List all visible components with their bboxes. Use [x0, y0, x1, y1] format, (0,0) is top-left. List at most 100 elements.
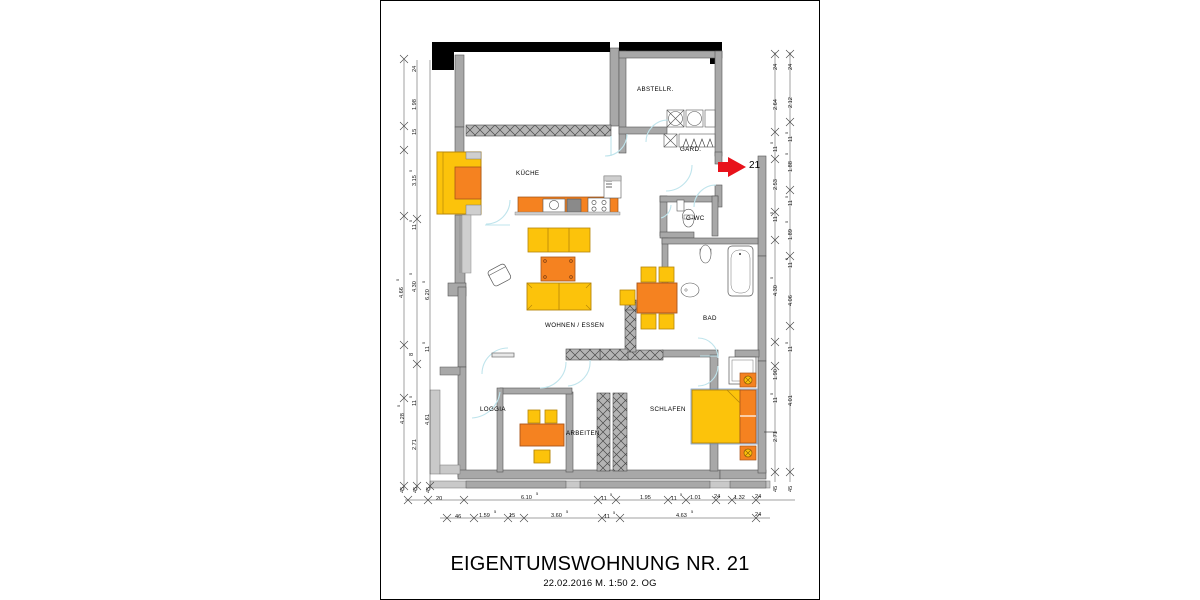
dim-left-45a: 45 — [400, 486, 406, 493]
dim-left-198: 1.98 — [412, 99, 418, 110]
room-label-gwc: G-WC — [686, 215, 705, 222]
room-label-loggia: LOGGIA — [480, 406, 506, 413]
page-title: EIGENTUMSWOHNUNG NR. 21 — [450, 553, 750, 575]
dim-bottom-195: 1.95 — [640, 495, 651, 501]
dim-right-401: 4.01 — [788, 395, 794, 406]
dim-left-115a: 11 — [412, 224, 418, 230]
entrance-number-label: 21 — [749, 160, 761, 171]
page-subtitle: 22.02.2016 M. 1:50 2. OG — [543, 577, 657, 588]
dimension-lines — [399, 49, 795, 523]
storage-appliances — [663, 109, 716, 148]
dim-bottom2-463: 4.63 — [676, 513, 687, 519]
dim-bottom2-159: 1.59 — [479, 513, 490, 519]
dim-bottom2-360: 3.60 — [551, 513, 562, 519]
kitchen-furniture — [514, 175, 622, 282]
dim-left-315-sup: 5 — [408, 169, 413, 172]
dim-bottom2-360-sup: 5 — [566, 509, 569, 514]
dim-left-461: 4.61 — [425, 414, 431, 425]
dim-left-466-sup: 5 — [395, 278, 400, 281]
dim-left-45c: 45 — [426, 486, 432, 493]
dim-right-115f: 11 — [788, 346, 794, 352]
bathroom-fixtures — [680, 244, 757, 385]
balcony-furniture — [436, 151, 482, 274]
dim-right-24b: 24 — [788, 63, 794, 70]
dim-left-8: 8 — [409, 352, 415, 356]
dim-right-189: 1.89 — [788, 229, 794, 240]
bedroom-furniture — [690, 372, 758, 461]
study-furniture — [519, 409, 565, 464]
dim-left-115b-sup: 5 — [421, 341, 426, 344]
dim-right-115d-sup: 5 — [769, 211, 774, 214]
dim-left-620: 6.20 — [425, 289, 431, 300]
dim-right-430: 4.30 — [773, 285, 779, 296]
room-label-bad: BAD — [703, 315, 717, 322]
dim-bottom2-115: 11 — [604, 514, 610, 520]
dim-right-406: 4.06 — [788, 295, 794, 306]
dim-left-115c-sup: 5 — [408, 395, 413, 398]
dim-right-190: 1.90 — [773, 369, 779, 380]
dim-bottom-101: 1.01 — [690, 495, 701, 501]
room-label-arbeiten: ARBEITEN — [566, 430, 600, 437]
dim-bottom2-115-sup: 5 — [613, 510, 616, 515]
dim-bottom-132: 1.32 — [734, 495, 745, 501]
dim-bottom-115a: 11 — [601, 496, 607, 502]
dim-bottom2-159-sup: 5 — [494, 509, 497, 514]
dim-right-188-sup: 5 — [784, 152, 789, 155]
dim-right-115a: 11 — [773, 146, 779, 152]
dim-right-115b: 11 — [788, 136, 794, 142]
room-label-kueche: KÜCHE — [516, 170, 540, 177]
dim-right-115e-sup: 5 — [784, 257, 789, 260]
dim-left-428-sup: 5 — [396, 404, 401, 407]
dim-left-45b: 45 — [413, 486, 419, 493]
dim-bottom-20: 20 — [436, 496, 443, 502]
dim-right-24a: 24 — [773, 63, 779, 70]
entrance-arrow-icon — [718, 157, 746, 177]
door-leaves — [491, 352, 515, 358]
dim-bottom-115a-sup: 5 — [610, 492, 613, 497]
dim-right-212: 2.12 — [788, 97, 794, 108]
room-label-wohnen-essen: WOHNEN / ESSEN — [545, 322, 605, 329]
dim-bottom-24b: 24 — [755, 494, 762, 500]
dim-right-115f-sup: 5 — [784, 341, 789, 344]
dim-left-115a-sup: 5 — [408, 219, 413, 222]
dim-left-466: 4.66 — [399, 287, 405, 298]
dim-left-430-sup: 5 — [408, 272, 413, 275]
dim-right-430-sup: 5 — [769, 276, 774, 279]
room-label-gard: GARD. — [680, 146, 702, 153]
dim-bottom-610: 6.10 — [521, 495, 532, 501]
dim-bottom-610-sup: 5 — [536, 491, 539, 496]
dim-left-15: 15 — [412, 128, 418, 135]
dim-bottom-24a: 24 — [714, 494, 721, 500]
room-label-schlafen: SCHLAFEN — [650, 406, 686, 413]
room-label-abstellr: ABSTELLR. — [637, 86, 674, 93]
hatched-walls — [465, 124, 664, 472]
dim-right-264: 2.64 — [773, 99, 779, 110]
dim-bottom-115b: 11 — [671, 496, 677, 502]
dim-right-189-sup: 5 — [784, 220, 789, 223]
dim-left-115c: 11 — [412, 400, 418, 406]
dim-right-115e: 11 — [788, 262, 794, 268]
dim-right-115c-sup: 5 — [784, 195, 789, 198]
dim-left-315: 3.15 — [412, 175, 418, 186]
dim-bottom2-46: 46 — [455, 514, 462, 520]
dim-left-620-sup: 5 — [421, 280, 426, 283]
guest-wc-fixtures — [676, 199, 695, 228]
dining-furniture — [619, 266, 678, 330]
dim-bottom2-463-sup: 5 — [691, 509, 694, 514]
dim-right-253: 2.53 — [773, 179, 779, 190]
dim-bottom2-15: 15 — [509, 513, 516, 519]
dim-bottom-115b-sup: 5 — [680, 492, 683, 497]
dim-right-271: 2.71 — [773, 431, 779, 442]
dim-right-45b: 45 — [788, 485, 794, 492]
living-room-furniture — [487, 263, 592, 311]
dim-right-188: 1.88 — [788, 161, 794, 172]
dim-right-115g-sup: 5 — [769, 392, 774, 395]
dim-right-115b-sup: 5 — [784, 131, 789, 134]
dim-right-45a: 45 — [773, 485, 779, 492]
dim-left-271: 2.71 — [412, 439, 418, 450]
dim-left-115b: 11 — [425, 346, 431, 352]
dim-right-115g: 11 — [773, 397, 779, 403]
door-swings — [471, 119, 719, 419]
dim-left-430: 4.30 — [412, 281, 418, 292]
